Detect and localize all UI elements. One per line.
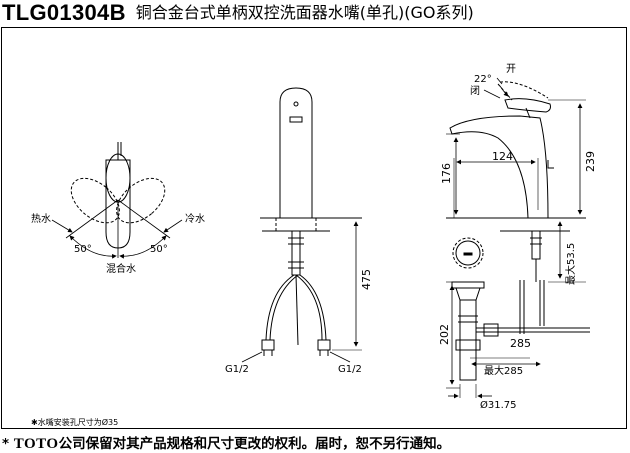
inlet-right-label: G1/2 bbox=[338, 364, 362, 375]
front-height-dim: 475 bbox=[360, 269, 373, 290]
footer-star: * bbox=[2, 436, 10, 452]
model-number: TLG01304B bbox=[2, 0, 126, 25]
drain-assembly bbox=[446, 280, 590, 399]
close-label: 闭 bbox=[470, 84, 480, 97]
reach-dim: 124 bbox=[492, 150, 513, 163]
front-view bbox=[241, 87, 362, 363]
drain-rod-max-dim: 最大285 bbox=[484, 364, 523, 377]
handle-angle-label: 22° bbox=[474, 74, 492, 85]
spout-height-dim: 176 bbox=[440, 163, 453, 184]
title-row: TLG01304B 铜合金台式单柄双控洗面器水嘴(单孔)(GO系列) bbox=[2, 0, 474, 26]
open-label: 开 bbox=[506, 64, 516, 75]
hot-water-label: 热水 bbox=[31, 212, 51, 225]
top-view bbox=[51, 142, 183, 259]
footer-text: 公司保留对其产品规格和尺寸更改的权利。届时，恕不另行通知。 bbox=[58, 436, 451, 452]
product-name: 铜合金台式单柄双控洗面器水嘴(单孔)(GO系列) bbox=[135, 3, 474, 22]
angle-right-label: 50° bbox=[150, 244, 168, 255]
inlet-left-label: G1/2 bbox=[225, 364, 249, 375]
drain-rod-dim: 285 bbox=[510, 337, 531, 350]
installation-note-text: 水嘴安装孔尺寸为Ø35 bbox=[38, 417, 118, 427]
total-height-dim: 239 bbox=[584, 151, 597, 172]
brand-logo: TOTO bbox=[13, 436, 59, 452]
side-view bbox=[446, 77, 586, 283]
copyright-footer: * TOTO公司保留对其产品规格和尺寸更改的权利。届时，恕不另行通知。 bbox=[2, 432, 450, 453]
cold-water-label: 冷水 bbox=[185, 212, 205, 225]
installation-note: ✱水嘴安装孔尺寸为Ø35 bbox=[31, 417, 118, 427]
deck-max-dim: 最大53.5 bbox=[564, 243, 577, 285]
angle-left-label: 50° bbox=[74, 244, 92, 255]
drain-diameter-dim: Ø31.75 bbox=[480, 399, 517, 411]
drain-height-dim: 202 bbox=[438, 324, 451, 345]
drawing-frame bbox=[1, 27, 627, 429]
mixed-water-label: 混合水 bbox=[106, 262, 136, 275]
drain-cap-view bbox=[452, 237, 484, 269]
